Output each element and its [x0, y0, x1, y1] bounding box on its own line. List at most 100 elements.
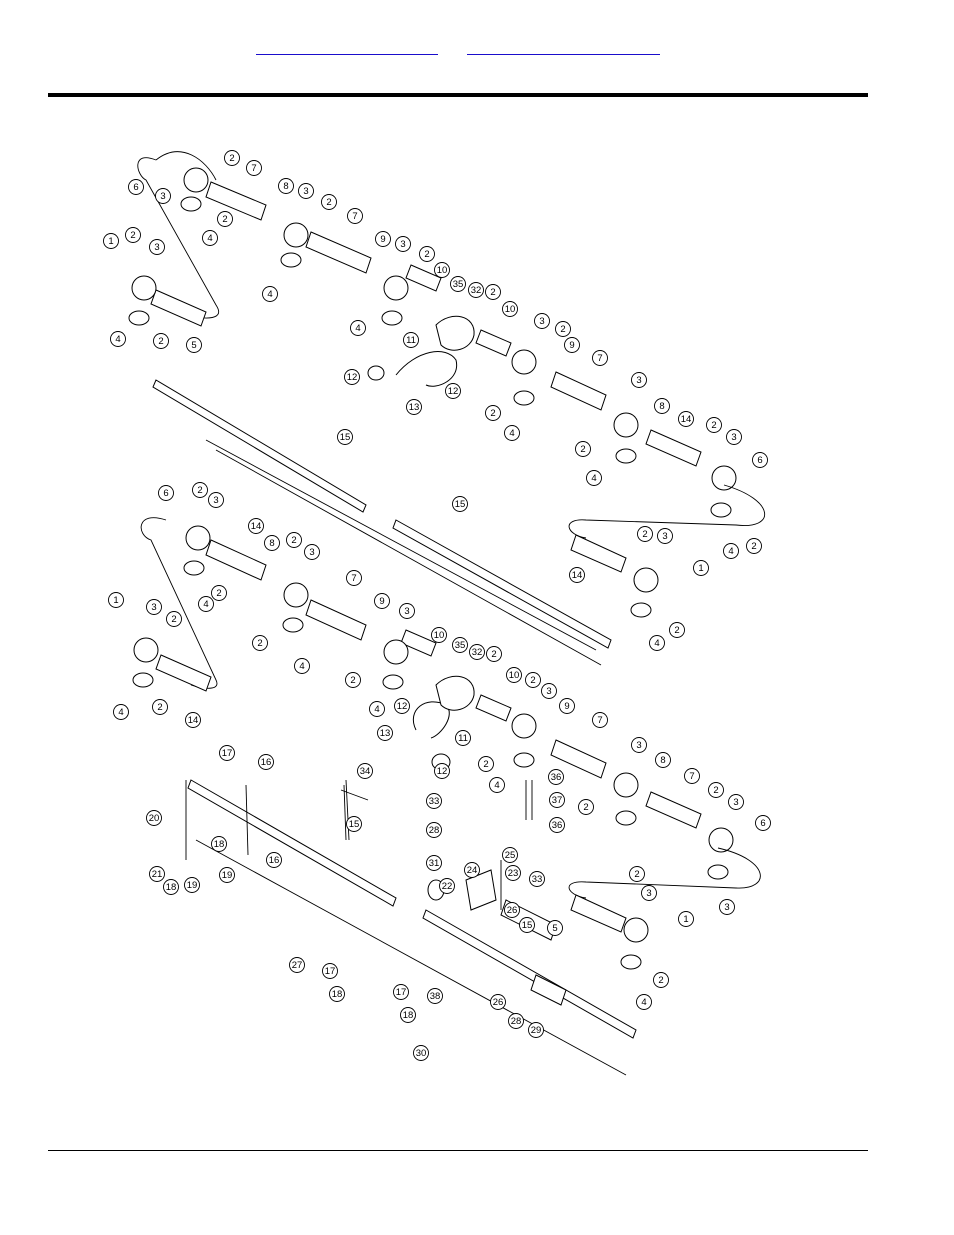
callout-balloon: 4 — [369, 701, 385, 717]
callout-circle — [345, 672, 361, 688]
callout-balloon: 1 — [103, 233, 119, 249]
callout-circle — [357, 763, 373, 779]
callout-circle — [746, 538, 762, 554]
callout-balloon: 16 — [266, 852, 282, 868]
callout-number: 9 — [564, 701, 569, 712]
callout-number: 3 — [404, 606, 409, 617]
callout-balloon: 28 — [426, 822, 442, 838]
callout-number: 3 — [160, 191, 165, 202]
callout-number: 17 — [222, 748, 233, 759]
callout-number: 4 — [494, 780, 499, 791]
callout-circle — [344, 369, 360, 385]
callout-balloon: 3 — [728, 794, 744, 810]
callout-balloon: 5 — [547, 920, 563, 936]
callout-number: 2 — [491, 649, 496, 660]
callout-circle — [337, 429, 353, 445]
callout-circle — [755, 815, 771, 831]
callout-balloon: 3 — [146, 599, 162, 615]
callout-balloon: 2 — [321, 194, 337, 210]
callout-circle — [166, 611, 182, 627]
callout-number: 2 — [197, 485, 202, 496]
callout-balloon: 14 — [185, 712, 201, 728]
callout-balloon: 2 — [345, 672, 361, 688]
callout-circle — [110, 331, 126, 347]
callout-circle — [657, 528, 673, 544]
callout-number: 2 — [326, 197, 331, 208]
callout-circle — [219, 745, 235, 761]
callout-number: 3 — [636, 375, 641, 386]
callout-balloon: 2 — [669, 622, 685, 638]
callout-circle — [186, 337, 202, 353]
callout-balloon: 14 — [248, 518, 264, 534]
callout-circle — [468, 282, 484, 298]
callout-balloon: 9 — [564, 337, 580, 353]
callout-number: 2 — [257, 638, 262, 649]
callout-number: 32 — [472, 647, 483, 658]
callout-circle — [678, 411, 694, 427]
callout-balloon: 1 — [108, 592, 124, 608]
callout-number: 8 — [269, 538, 274, 549]
callout-number: 4 — [115, 334, 120, 345]
callout-circle — [629, 866, 645, 882]
callout-balloon: 3 — [399, 603, 415, 619]
callout-balloon: 7 — [246, 160, 262, 176]
callout-balloon: 33 — [426, 793, 442, 809]
callout-balloon: 3 — [631, 737, 647, 753]
callout-circle — [289, 957, 305, 973]
callout-balloon: 15 — [337, 429, 353, 445]
callout-number: 3 — [636, 740, 641, 751]
callout-circle — [434, 763, 450, 779]
callout-number: 33 — [532, 874, 543, 885]
callout-number: 18 — [332, 989, 343, 1000]
callout-number: 27 — [292, 960, 303, 971]
callout-number: 18 — [166, 882, 177, 893]
upper-elbow — [367, 315, 475, 387]
callout-circle — [113, 704, 129, 720]
callout-circle — [478, 756, 494, 772]
callout-circle — [641, 885, 657, 901]
callout-balloon: 17 — [393, 984, 409, 1000]
callout-balloon: 4 — [723, 543, 739, 559]
callout-balloon: 2 — [478, 756, 494, 772]
callout-circle — [184, 877, 200, 893]
callout-circle — [146, 810, 162, 826]
callout-circle — [504, 425, 520, 441]
callout-number: 31 — [429, 858, 440, 869]
callout-balloon: 4 — [294, 658, 310, 674]
callout-balloon: 18 — [163, 879, 179, 895]
callout-balloon: 2 — [525, 672, 541, 688]
callout-number: 18 — [403, 1010, 414, 1021]
callout-balloon: 2 — [153, 333, 169, 349]
callout-circle — [569, 567, 585, 583]
header-link-right[interactable] — [467, 40, 660, 55]
callout-balloon: 9 — [374, 593, 390, 609]
callout-number: 4 — [509, 428, 514, 439]
callout-circle — [426, 822, 442, 838]
callout-circle — [350, 320, 366, 336]
callout-balloon: 36 — [549, 817, 565, 833]
callout-circle — [185, 712, 201, 728]
callout-balloon: 24 — [464, 862, 480, 878]
callout-number: 26 — [507, 905, 518, 916]
callout-balloon: 21 — [149, 866, 165, 882]
callout-balloon: 3 — [541, 683, 557, 699]
callout-circle — [211, 585, 227, 601]
callout-number: 7 — [251, 163, 256, 174]
header-link-left[interactable] — [256, 40, 438, 55]
callout-number: 7 — [689, 771, 694, 782]
callout-number: 2 — [291, 535, 296, 546]
callout-number: 7 — [352, 211, 357, 222]
callout-number: 2 — [634, 869, 639, 880]
callout-number: 7 — [351, 573, 356, 584]
callout-number: 2 — [158, 336, 163, 347]
callout-number: 4 — [203, 599, 208, 610]
callout-circle — [347, 208, 363, 224]
callout-circle — [684, 768, 700, 784]
callout-circle — [286, 532, 302, 548]
callout-circle — [125, 227, 141, 243]
callout-circle — [375, 231, 391, 247]
callout-number: 15 — [349, 819, 360, 830]
callout-circle — [519, 917, 535, 933]
callout-balloon: 8 — [655, 752, 671, 768]
callout-balloon: 10 — [434, 262, 450, 278]
